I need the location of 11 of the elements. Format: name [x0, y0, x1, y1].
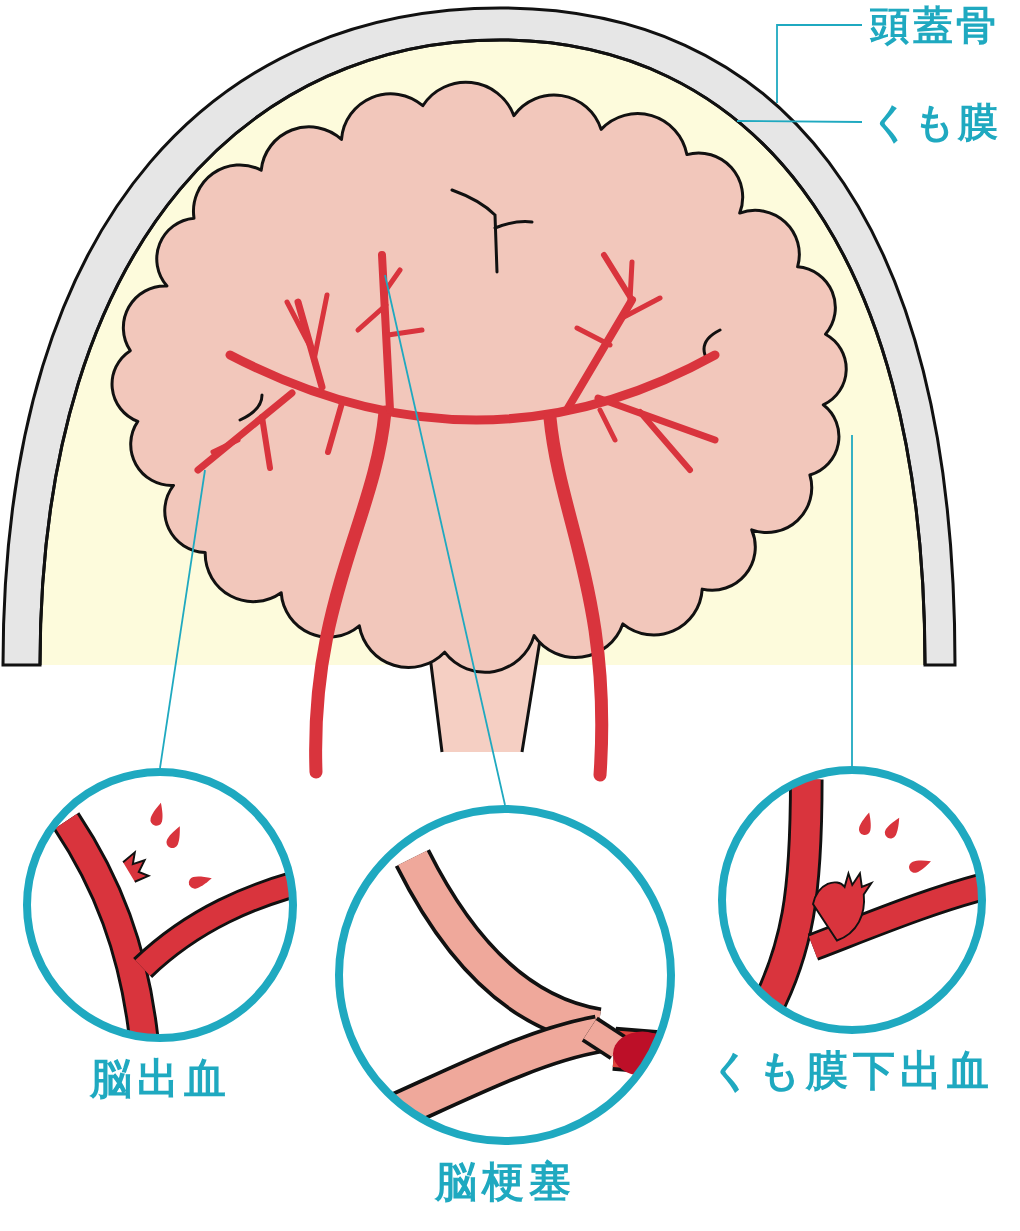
inset-caption: 脳出血	[89, 1055, 231, 1103]
leader-line	[736, 120, 863, 123]
brain-drawing	[110, 80, 848, 782]
inset-caption: くも膜下出血	[710, 1047, 994, 1095]
inset-caption: 脳梗塞	[434, 1158, 576, 1206]
part-label: 頭蓋骨	[870, 2, 999, 48]
part-label: くも膜	[870, 99, 1001, 145]
leader-line	[851, 434, 853, 767]
leader-line	[776, 24, 863, 104]
leader-line	[159, 469, 206, 769]
leader-line	[384, 274, 506, 806]
